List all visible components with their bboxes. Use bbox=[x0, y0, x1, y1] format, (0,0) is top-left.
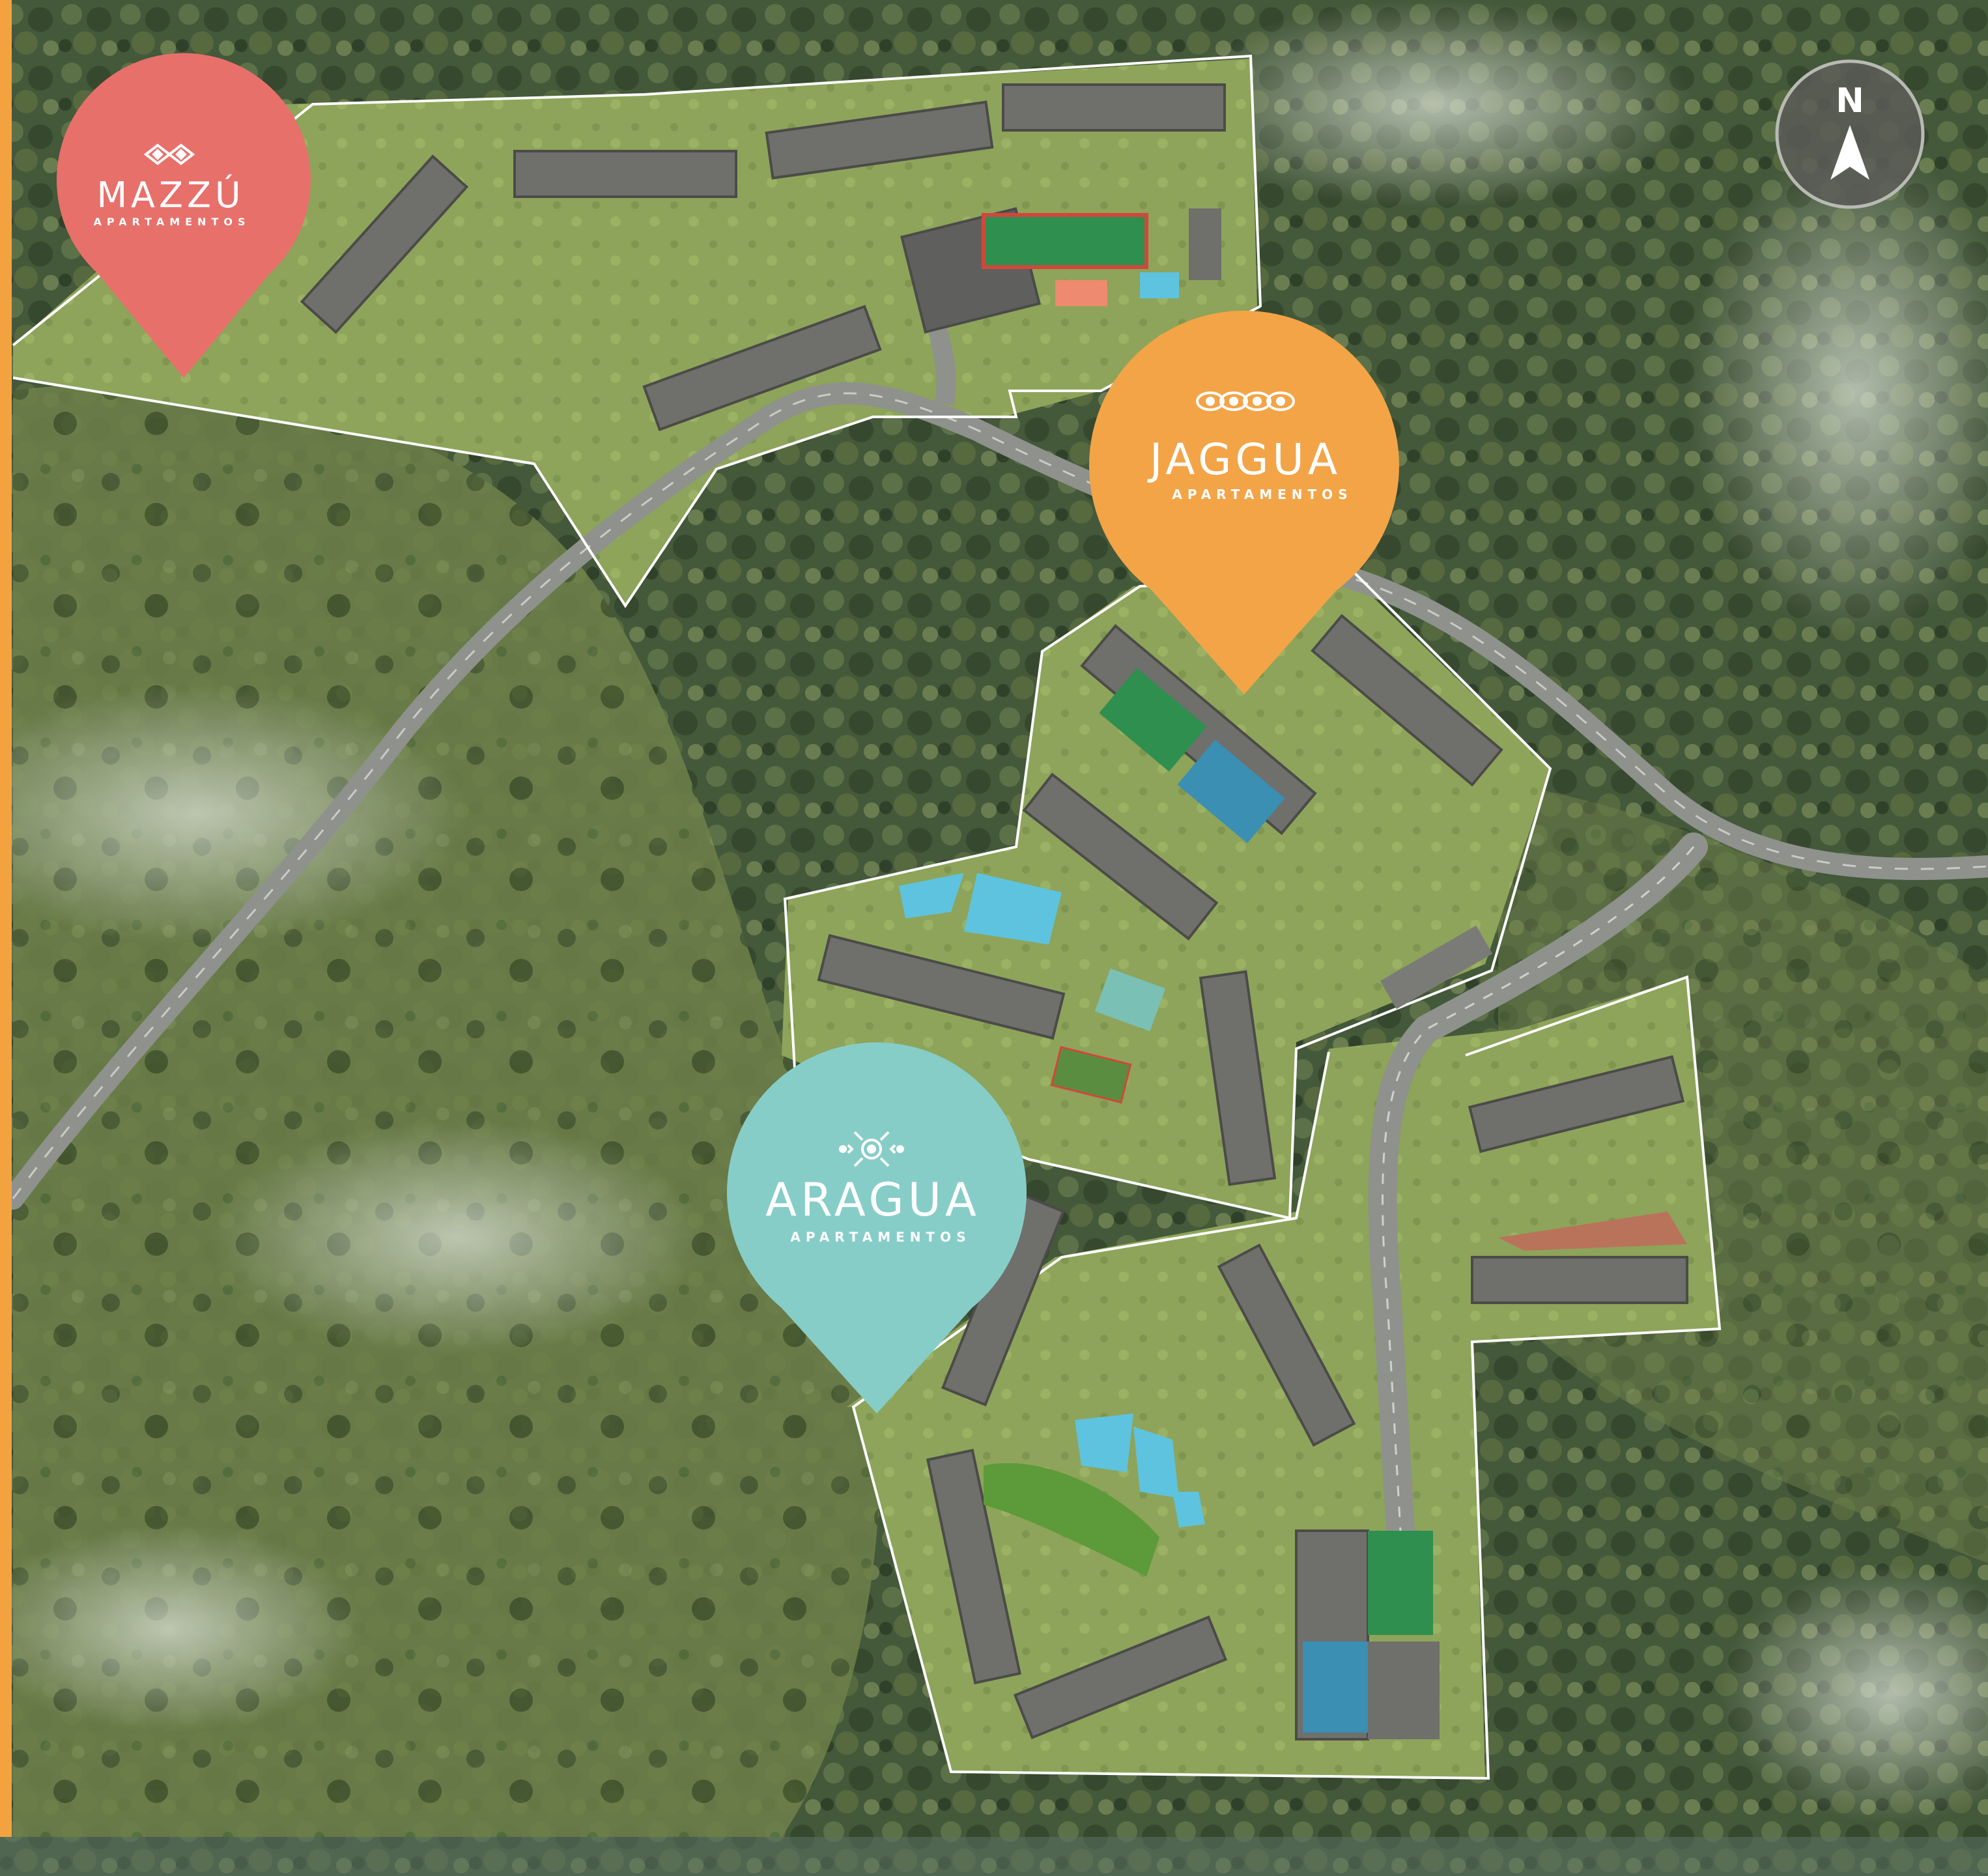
bottom-strip-texture bbox=[0, 1837, 1988, 1876]
pool bbox=[899, 873, 964, 918]
geometric-sun-icon bbox=[839, 1131, 904, 1167]
branch-road-line bbox=[1382, 846, 1695, 1531]
aragua-pin[interactable]: ARAGUA APARTAMENTOS bbox=[727, 1042, 1027, 1414]
aragua-buildings bbox=[926, 1055, 1688, 1741]
mist bbox=[1687, 143, 1988, 638]
parking-structure bbox=[1380, 925, 1493, 1010]
mazzu-buildings bbox=[300, 83, 1226, 432]
aragua-pin-shape bbox=[727, 1042, 1027, 1414]
mazzu-pin-shape bbox=[57, 53, 311, 378]
sports-court bbox=[1303, 1642, 1368, 1733]
mazzu-lawn bbox=[13, 59, 1257, 606]
aragua-boundary bbox=[851, 975, 1722, 1780]
apartment-building bbox=[300, 154, 469, 334]
pool bbox=[1140, 272, 1179, 298]
mist bbox=[1172, 0, 1694, 208]
apartment-building bbox=[1471, 1256, 1688, 1304]
apartment-building bbox=[1022, 773, 1219, 941]
apartment-building bbox=[1002, 83, 1226, 132]
sports-court bbox=[1368, 1531, 1433, 1635]
compass: N bbox=[1775, 59, 1925, 209]
green-lawn bbox=[984, 1463, 1159, 1576]
jaggua-name: JAGGUA bbox=[1147, 434, 1341, 485]
playground bbox=[1498, 1212, 1687, 1251]
north-arrow-icon bbox=[1830, 125, 1869, 180]
mazzu-name: MAZZÚ bbox=[96, 175, 244, 216]
jaggua-subtitle: APARTAMENTOS bbox=[1172, 487, 1352, 502]
mazzu-pin[interactable]: MAZZÚ APARTAMENTOS bbox=[57, 53, 311, 378]
apartment-building bbox=[817, 933, 1066, 1040]
pool bbox=[1133, 1427, 1179, 1498]
apartment-building bbox=[1013, 1615, 1228, 1739]
jaggua-pin-shape bbox=[1089, 311, 1399, 695]
frame-accent bbox=[0, 0, 12, 1837]
compass-label: N bbox=[1836, 81, 1864, 121]
mist bbox=[208, 1120, 703, 1355]
apartment-building bbox=[513, 150, 737, 198]
mazzu-boundary bbox=[12, 54, 1262, 608]
mist bbox=[0, 684, 469, 945]
jaggua-pin[interactable]: JAGGUA APARTAMENTOS bbox=[1089, 311, 1399, 695]
aragua-name: ARAGUA bbox=[765, 1173, 980, 1227]
mist bbox=[0, 1524, 365, 1733]
apartment-building bbox=[1468, 1055, 1685, 1154]
apartment-building bbox=[1217, 1244, 1356, 1447]
playground bbox=[1094, 968, 1166, 1032]
clubhouse bbox=[1368, 1642, 1440, 1739]
apartment-building bbox=[926, 1449, 1021, 1684]
pool bbox=[1055, 280, 1107, 306]
geometric-diamond-icon bbox=[143, 143, 195, 165]
sports-court bbox=[1177, 739, 1285, 844]
geometric-chain-icon bbox=[1196, 391, 1295, 411]
meadow-area-right bbox=[1498, 782, 1988, 1563]
apartment-building bbox=[1311, 614, 1503, 787]
main-road-line bbox=[12, 392, 1988, 1199]
jaggua-boundary bbox=[783, 571, 1552, 1220]
apartment-building bbox=[1199, 970, 1277, 1186]
sports-court bbox=[982, 213, 1148, 269]
apartment-building bbox=[1189, 208, 1221, 280]
sports-court bbox=[1099, 668, 1207, 772]
pool bbox=[1075, 1414, 1133, 1472]
apartment-building bbox=[642, 304, 882, 432]
jaggua-buildings bbox=[817, 614, 1503, 1186]
mist bbox=[1720, 1563, 1988, 1824]
apartment-building bbox=[765, 100, 994, 180]
mazzu-subtitle: APARTAMENTOS bbox=[94, 216, 251, 228]
pool bbox=[964, 873, 1062, 945]
pool bbox=[1172, 1492, 1205, 1528]
sports-court bbox=[1050, 1045, 1132, 1104]
aragua-subtitle: APARTAMENTOS bbox=[790, 1229, 971, 1245]
